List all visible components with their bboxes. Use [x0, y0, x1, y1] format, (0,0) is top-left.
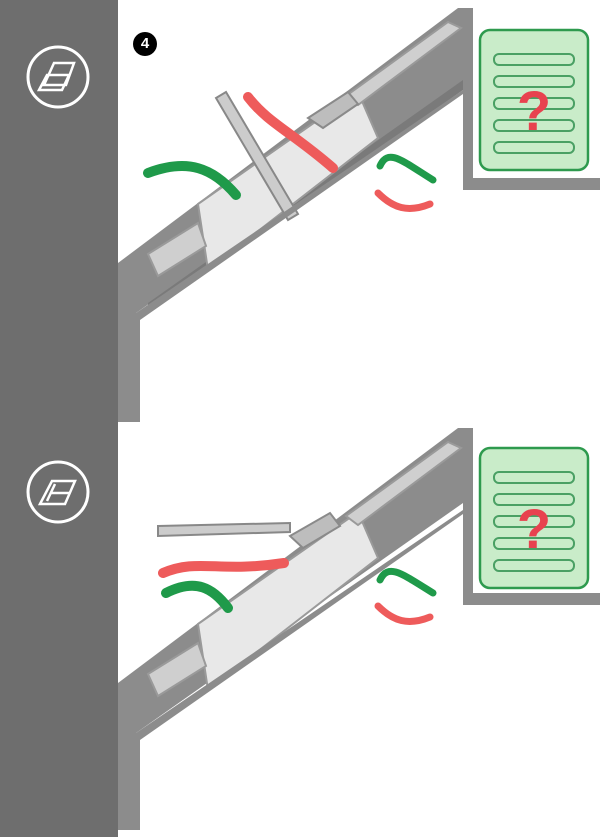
roof-tile [344, 440, 463, 527]
roof-window-open-icon [25, 44, 91, 110]
question-mark: ? [517, 79, 551, 142]
step-number-badge: 4 [133, 32, 157, 56]
tilted-vent-scene: ? [118, 428, 600, 830]
vent-grille: ? [478, 28, 590, 172]
roof-window-tilted-icon [25, 459, 91, 525]
open-vent-scene: ? [118, 8, 600, 422]
red-airflow-arrow [158, 558, 289, 578]
question-mark: ? [517, 497, 551, 560]
green-airflow-arrow [143, 161, 241, 200]
red-exchange-arrow [374, 602, 434, 625]
open-sash [214, 90, 300, 222]
left-sidebar [0, 0, 118, 837]
red-exchange-arrow [374, 189, 434, 212]
tilted-sash [157, 521, 291, 538]
green-exchange-arrow [376, 153, 437, 184]
green-exchange-arrow [376, 567, 437, 597]
red-airflow-arrow [243, 92, 338, 173]
green-airflow-arrow [161, 580, 233, 613]
vent-grille: ? [478, 446, 590, 590]
